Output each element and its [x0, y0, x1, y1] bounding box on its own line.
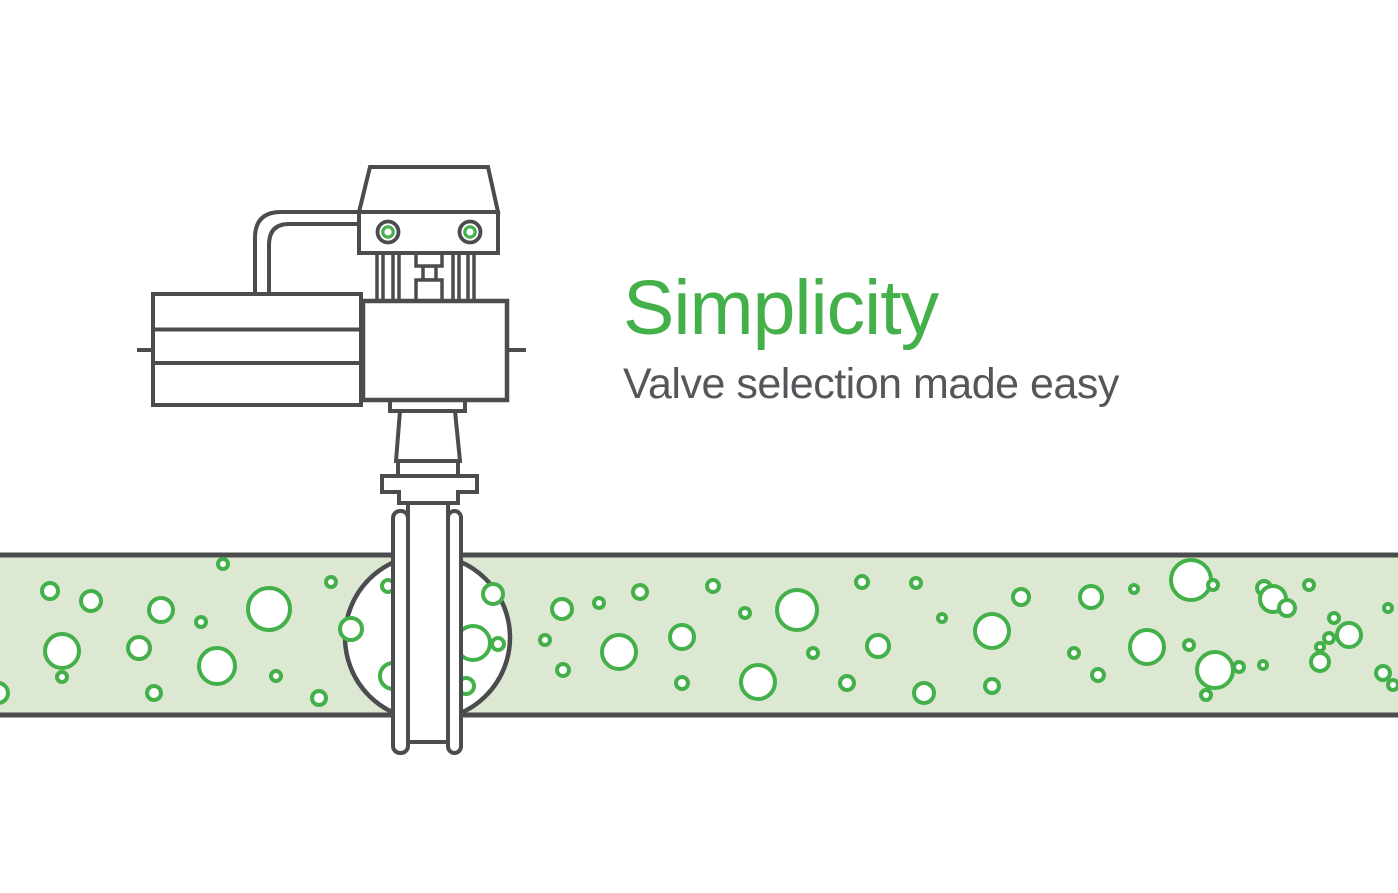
bubble — [705, 578, 721, 594]
shaft-bar-left — [391, 509, 410, 755]
bubble — [55, 670, 69, 684]
indicator-led-icon — [463, 225, 477, 239]
bubble — [1128, 628, 1166, 666]
pipe — [0, 552, 1398, 718]
indicator-led-icon — [381, 225, 395, 239]
bubble — [555, 662, 571, 678]
bubble — [1335, 621, 1363, 649]
positioner-cap — [356, 165, 501, 214]
yoke-leg — [466, 250, 476, 304]
bubble — [194, 615, 208, 629]
bubble — [1011, 587, 1031, 607]
bubble — [936, 612, 948, 624]
bubble — [600, 633, 638, 671]
bubble — [592, 596, 606, 610]
cylinder-block — [151, 292, 363, 407]
bubble — [1169, 558, 1213, 602]
pipe-bubbles — [0, 557, 1398, 707]
bubble — [324, 575, 338, 589]
bubble — [126, 635, 152, 661]
bubble — [147, 596, 175, 624]
center-stem-narrow — [421, 264, 438, 282]
bubble — [865, 633, 891, 659]
bubble — [1078, 584, 1104, 610]
bubble — [1382, 602, 1394, 614]
bubble — [1327, 611, 1341, 625]
bubble — [1322, 631, 1336, 645]
bubble — [1314, 641, 1326, 653]
bubble — [1128, 583, 1140, 595]
neck-collar — [396, 459, 460, 478]
hero-text-block: Simplicity Valve selection made easy — [623, 270, 1119, 406]
valve-body — [360, 298, 526, 403]
body-block — [360, 298, 510, 403]
bubble — [490, 636, 506, 652]
bubble — [79, 589, 103, 613]
bubble — [1195, 650, 1235, 690]
bubble — [481, 582, 505, 606]
page-title: Simplicity — [623, 265, 939, 351]
yoke-leg — [451, 250, 461, 304]
shaft-bar-right — [446, 509, 463, 755]
stem-column — [406, 499, 450, 744]
supply-tube — [253, 210, 359, 295]
bubble — [1309, 651, 1331, 673]
bubble — [0, 681, 10, 705]
bubble — [909, 576, 923, 590]
bubble — [246, 586, 292, 632]
bubble — [854, 574, 870, 590]
bubble — [1182, 638, 1196, 652]
neck-cone — [393, 409, 463, 463]
positioner — [356, 165, 501, 255]
bubble — [912, 681, 936, 705]
bubble — [1386, 678, 1398, 692]
bubble — [310, 689, 328, 707]
bubble — [1277, 598, 1297, 618]
yoke — [375, 250, 476, 304]
bubble — [775, 588, 819, 632]
bubble — [631, 583, 649, 601]
bubble — [40, 581, 60, 601]
yoke-leg — [391, 250, 401, 304]
indicator-light-right — [457, 219, 483, 245]
bubble — [1302, 578, 1316, 592]
actuator-cylinder — [137, 292, 363, 407]
bubble — [806, 646, 820, 660]
bubble — [550, 597, 574, 621]
valve-stem — [391, 499, 463, 755]
bubble — [269, 669, 283, 683]
bubble — [738, 606, 752, 620]
bubble — [1374, 664, 1392, 682]
page-subtitle: Valve selection made easy — [623, 360, 1119, 408]
bubble — [145, 684, 163, 702]
bubble — [674, 675, 690, 691]
center-stem-bottom — [414, 278, 444, 304]
bubble — [1090, 667, 1106, 683]
tube-outer-line — [253, 210, 359, 295]
bubble — [338, 616, 364, 642]
bubble — [983, 677, 1001, 695]
valve-neck — [380, 398, 479, 505]
stepped-flange — [380, 474, 479, 505]
bubble — [1199, 688, 1213, 702]
bubble — [1206, 578, 1220, 592]
bubble — [216, 557, 230, 571]
indicator-light-left — [375, 219, 401, 245]
bubble — [838, 674, 856, 692]
bubble — [197, 646, 237, 686]
bubble — [1257, 659, 1269, 671]
pipe-flow-band — [0, 552, 1398, 718]
bubble — [1067, 646, 1081, 660]
bubble — [973, 612, 1011, 650]
bubble — [538, 633, 552, 647]
bubble — [1232, 660, 1246, 674]
bubble — [739, 663, 777, 701]
bubble — [43, 632, 81, 670]
yoke-leg — [375, 250, 385, 304]
tube-inner-line — [267, 222, 359, 295]
bubble — [668, 623, 696, 651]
